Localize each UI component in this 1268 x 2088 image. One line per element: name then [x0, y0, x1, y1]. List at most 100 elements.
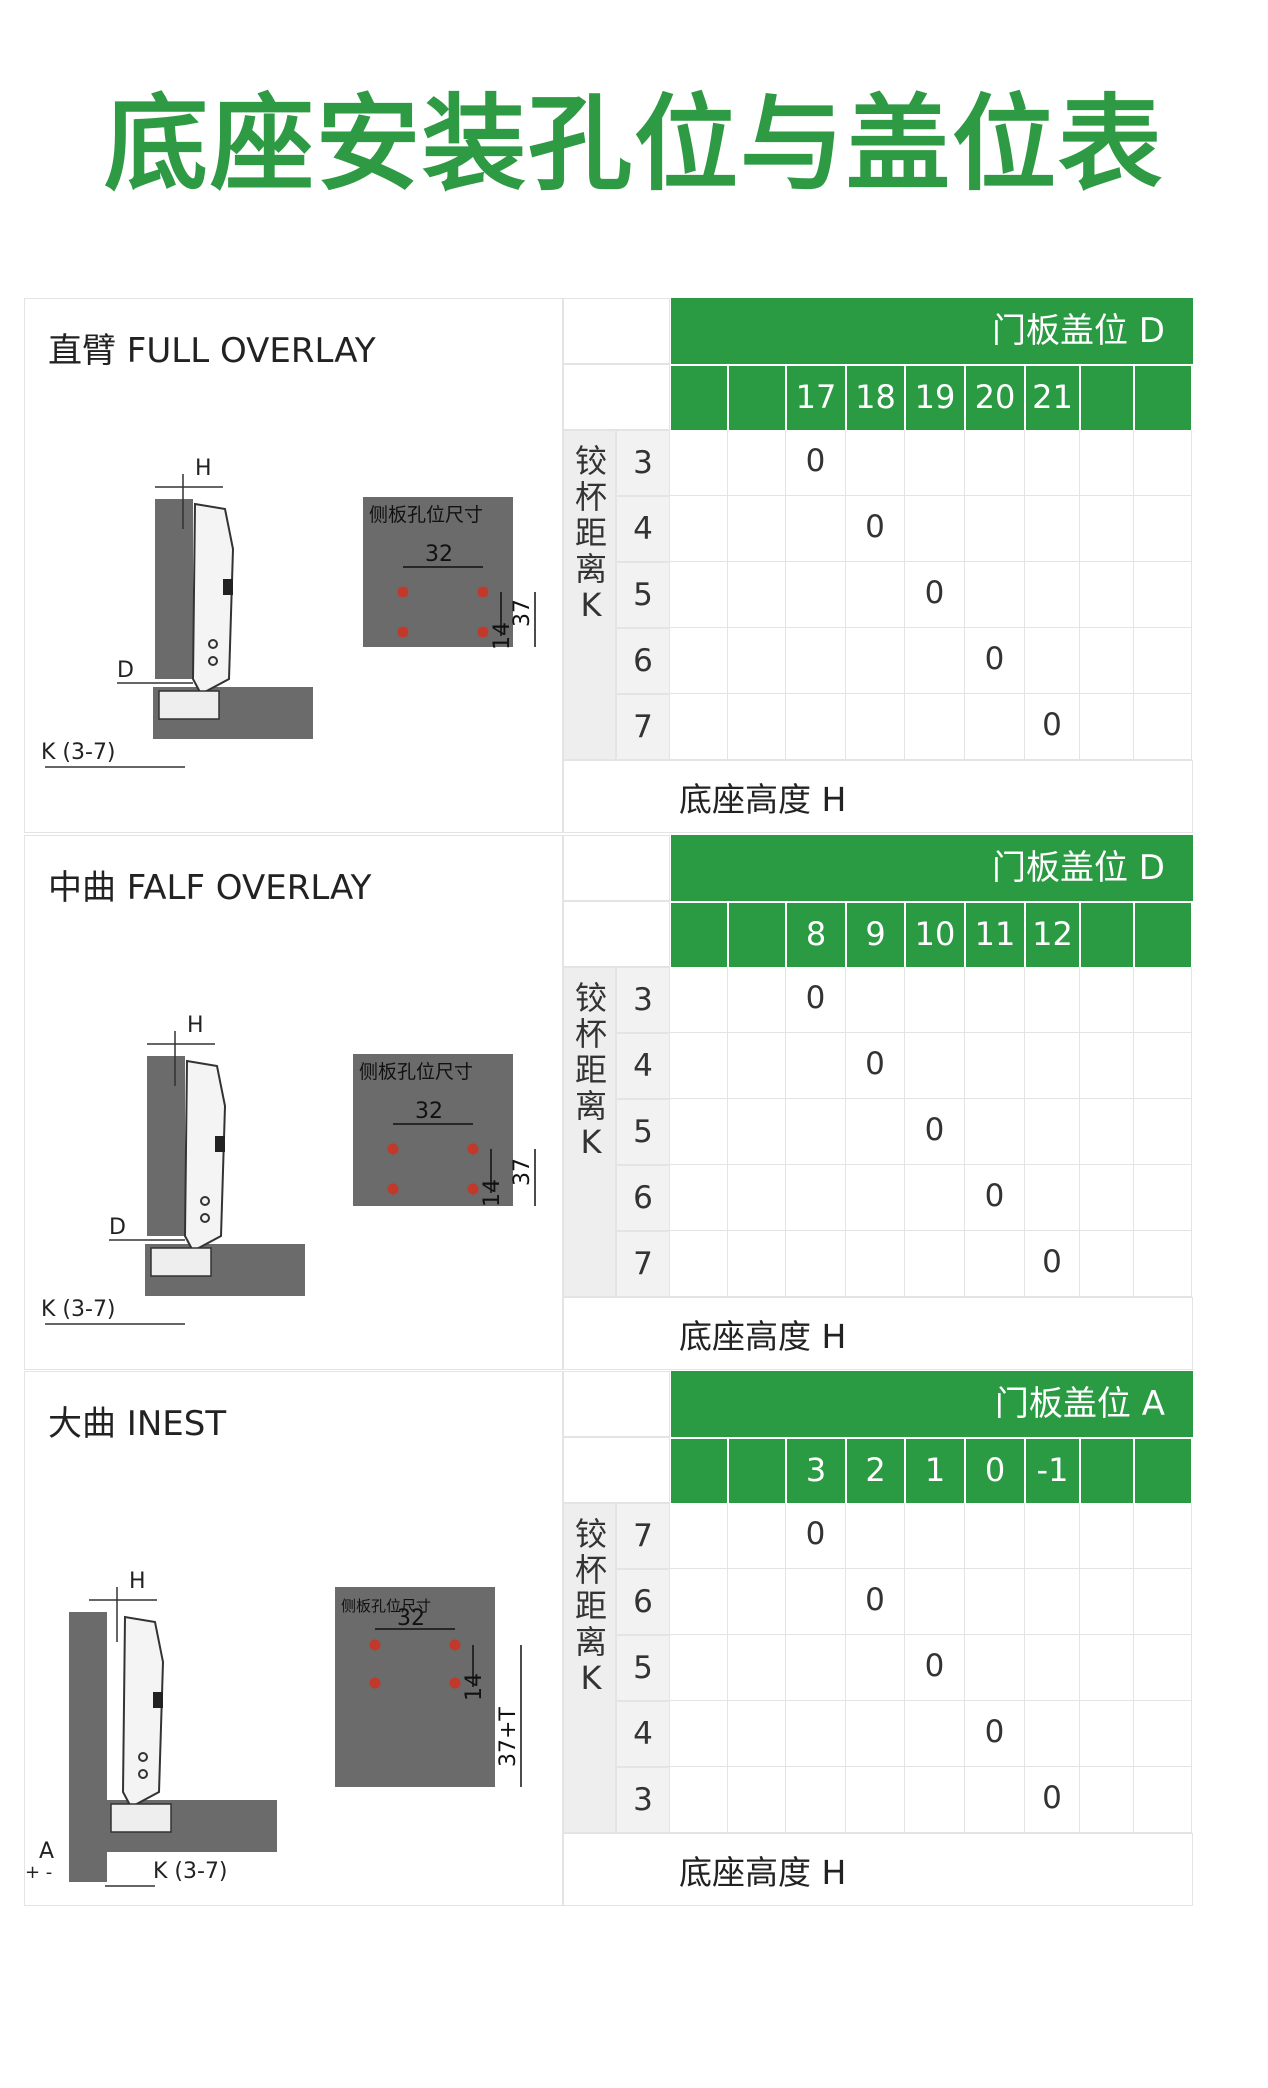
- grid-cell: [1080, 694, 1134, 760]
- hinge-arm: [191, 502, 235, 696]
- mounting-hole: [387, 1143, 399, 1155]
- grid-cell: [905, 1701, 965, 1767]
- base-height-value-cell: 0: [786, 967, 846, 1033]
- grid-cell: [905, 694, 965, 760]
- header-blank: [563, 1437, 670, 1503]
- k-value-cell: 4: [616, 496, 670, 562]
- base-height-value-cell: 0: [965, 628, 1025, 694]
- grid-cell: [905, 1503, 965, 1569]
- base-height-value-cell: 0: [905, 1635, 965, 1701]
- base-height-value-cell: 0: [1025, 694, 1080, 760]
- mounting-hole: [449, 1677, 461, 1689]
- grid-cell: [905, 1033, 965, 1099]
- grid-cell: [965, 1767, 1025, 1833]
- grid-cell: [670, 430, 728, 496]
- side-board: [353, 1054, 513, 1206]
- cover-value-header: 11: [966, 901, 1026, 967]
- grid-cell: [786, 1701, 846, 1767]
- header-blank: [563, 835, 670, 901]
- mounting-hole: [467, 1143, 479, 1155]
- k-value-cell: 3: [616, 967, 670, 1033]
- base-height-value-cell: 0: [786, 1503, 846, 1569]
- cover-value-header: [1135, 364, 1193, 430]
- cover-value-header: 2: [847, 1437, 906, 1503]
- grid-cell: [786, 562, 846, 628]
- grid-cell: [846, 1099, 905, 1165]
- base-height-value-cell: 0: [905, 1099, 965, 1165]
- grid-cell: [846, 628, 905, 694]
- grid-cell: [905, 1767, 965, 1833]
- grid-cell: [1025, 967, 1080, 1033]
- grid-cell: [1080, 1503, 1134, 1569]
- rivet: [200, 1213, 210, 1223]
- door-panel: [69, 1612, 107, 1882]
- rivet: [138, 1769, 148, 1779]
- grid-cell: [965, 562, 1025, 628]
- door-panel: [155, 499, 193, 679]
- grid-cell: [1134, 1099, 1192, 1165]
- mounting-hole: [477, 626, 489, 638]
- grid-cell: [670, 1767, 728, 1833]
- cover-value-header: 12: [1026, 901, 1081, 967]
- grid-cell: [1134, 496, 1192, 562]
- base-height-value-cell: 0: [965, 1165, 1025, 1231]
- grid-cell: [670, 1231, 728, 1297]
- grid-cell: [786, 1165, 846, 1231]
- grid-cell: [728, 694, 786, 760]
- side-board: [335, 1587, 495, 1787]
- cover-value-header: [671, 901, 729, 967]
- cover-value-header: [1081, 1437, 1135, 1503]
- cover-value-header: [671, 364, 729, 430]
- cover-header-label: 门板盖位 D: [992, 848, 1165, 888]
- k-value-cell: 3: [616, 1767, 670, 1833]
- grid-cell: [905, 628, 965, 694]
- k-axis-label-char: 离: [574, 1087, 607, 1125]
- grid-cell: [1134, 628, 1192, 694]
- cover-value-header: -1: [1026, 1437, 1081, 1503]
- base-height-value-cell: 0: [965, 1701, 1025, 1767]
- base-height-label: 底座高度 H: [679, 1317, 847, 1356]
- grid-cell: [846, 694, 905, 760]
- grid-cell: [728, 1701, 786, 1767]
- grid-cell: [965, 1635, 1025, 1701]
- grid-cell: [905, 1165, 965, 1231]
- mounting-hole: [369, 1639, 381, 1651]
- grid-cell: [1080, 967, 1134, 1033]
- cover-value-header: [671, 1437, 729, 1503]
- base-height-row: 底座高度 H: [563, 1297, 1193, 1370]
- grid-cell: [846, 1701, 905, 1767]
- k-value-cell: 7: [616, 1231, 670, 1297]
- grid-cell: [786, 1569, 846, 1635]
- k-value-cell: 7: [616, 694, 670, 760]
- k-dim-label: K (3-7): [153, 1859, 228, 1884]
- k-value-cell: 4: [616, 1033, 670, 1099]
- grid-cell: [1080, 1231, 1134, 1297]
- cover-value-header: [1135, 1437, 1193, 1503]
- dim-37-label: 37: [510, 1158, 535, 1186]
- grid-cell: [670, 1503, 728, 1569]
- grid-cell: [728, 1231, 786, 1297]
- grid-cell: [1025, 496, 1080, 562]
- grid-cell: [905, 1569, 965, 1635]
- grid-cell: [1025, 1701, 1080, 1767]
- grid-cell: [670, 1569, 728, 1635]
- grid-cell: [1134, 1569, 1192, 1635]
- cover-value-header: 20: [966, 364, 1026, 430]
- grid-cell: [965, 967, 1025, 1033]
- grid-cell: [965, 694, 1025, 760]
- header-blank: [563, 1371, 670, 1437]
- grid-cell: [965, 1231, 1025, 1297]
- grid-cell: [846, 1231, 905, 1297]
- grid-cell: [670, 1701, 728, 1767]
- side-hole-size-label: 侧板孔位尺寸: [341, 1597, 431, 1615]
- dim-37-label: 37: [510, 599, 535, 627]
- base-height-value-cell: 0: [786, 430, 846, 496]
- grid-cell: [965, 430, 1025, 496]
